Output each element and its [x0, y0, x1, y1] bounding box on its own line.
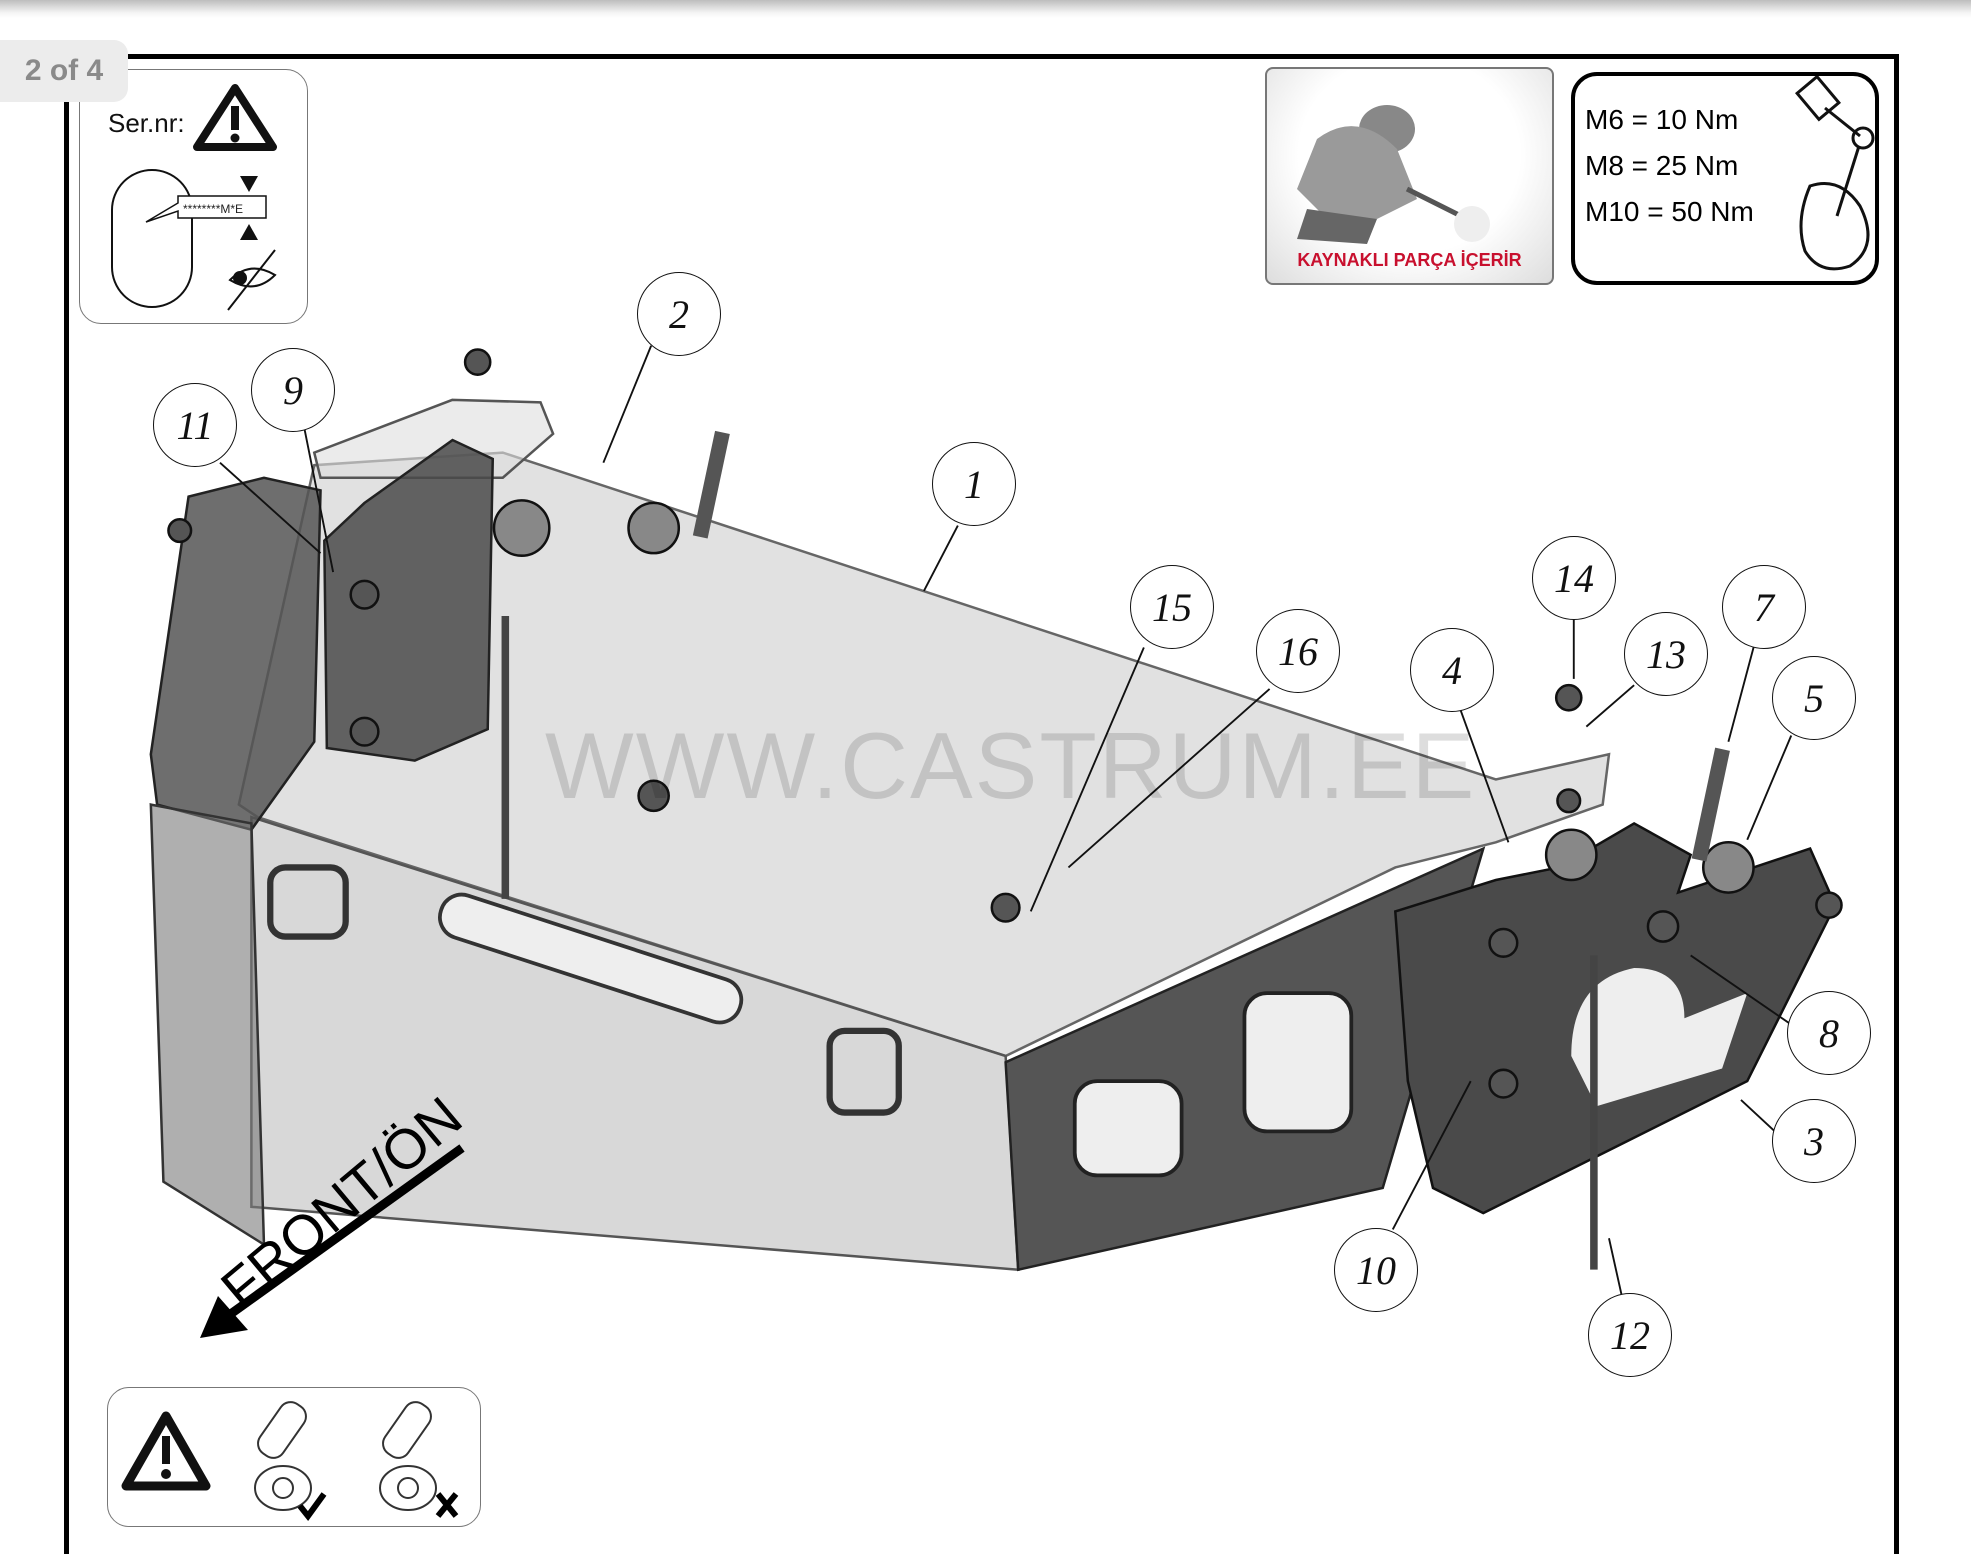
torque-spec-box: M6 = 10 Nm M8 = 25 Nm M10 = 50 Nm: [1571, 72, 1879, 285]
callout-8: 8: [1787, 991, 1871, 1075]
torque-m8: M8 = 25 Nm: [1585, 150, 1739, 181]
callout-4: 4: [1410, 628, 1494, 712]
callout-15: 15: [1130, 565, 1214, 649]
callout-10: 10: [1334, 1228, 1418, 1312]
wrench-hand-icon: [1795, 76, 1875, 271]
drawing-frame: [64, 54, 1899, 1554]
page-indicator: 2 of 4: [0, 40, 128, 102]
serial-illustration: ********M*E: [111, 84, 277, 311]
serial-code: ********M*E: [183, 202, 243, 216]
callout-3: 3: [1772, 1099, 1856, 1183]
serial-label: Ser.nr:: [108, 108, 185, 138]
torque-m6: M6 = 10 Nm: [1585, 104, 1739, 135]
callout-7: 7: [1722, 565, 1806, 649]
callout-5: 5: [1772, 656, 1856, 740]
clip-correct-icon: [254, 1401, 327, 1521]
serial-number-box: ********M*E Ser.nr:: [79, 69, 308, 324]
warning-icon: [121, 1411, 211, 1491]
viewer-top-bar: [0, 0, 1971, 18]
callout-11: 11: [153, 383, 237, 467]
callout-14: 14: [1532, 536, 1616, 620]
callout-13: 13: [1624, 612, 1708, 696]
clip-wrong-icon: [379, 1401, 459, 1518]
callout-2: 2: [637, 272, 721, 356]
torque-m10: M10 = 50 Nm: [1585, 196, 1754, 227]
callout-9: 9: [251, 348, 335, 432]
watermark: WWW.CASTRUM.EE: [545, 713, 1477, 818]
welder-illustration: [1297, 105, 1490, 244]
clip-install-warning: [107, 1387, 481, 1527]
callout-12: 12: [1588, 1293, 1672, 1377]
callout-16: 16: [1256, 609, 1340, 693]
weld-notice-text: KAYNAKLI PARÇA İÇERİR: [1297, 250, 1522, 270]
welded-part-notice: KAYNAKLI PARÇA İÇERİR: [1265, 67, 1554, 285]
warning-icon: [193, 84, 277, 151]
eye-icon: [227, 249, 277, 311]
callout-1: 1: [932, 442, 1016, 526]
